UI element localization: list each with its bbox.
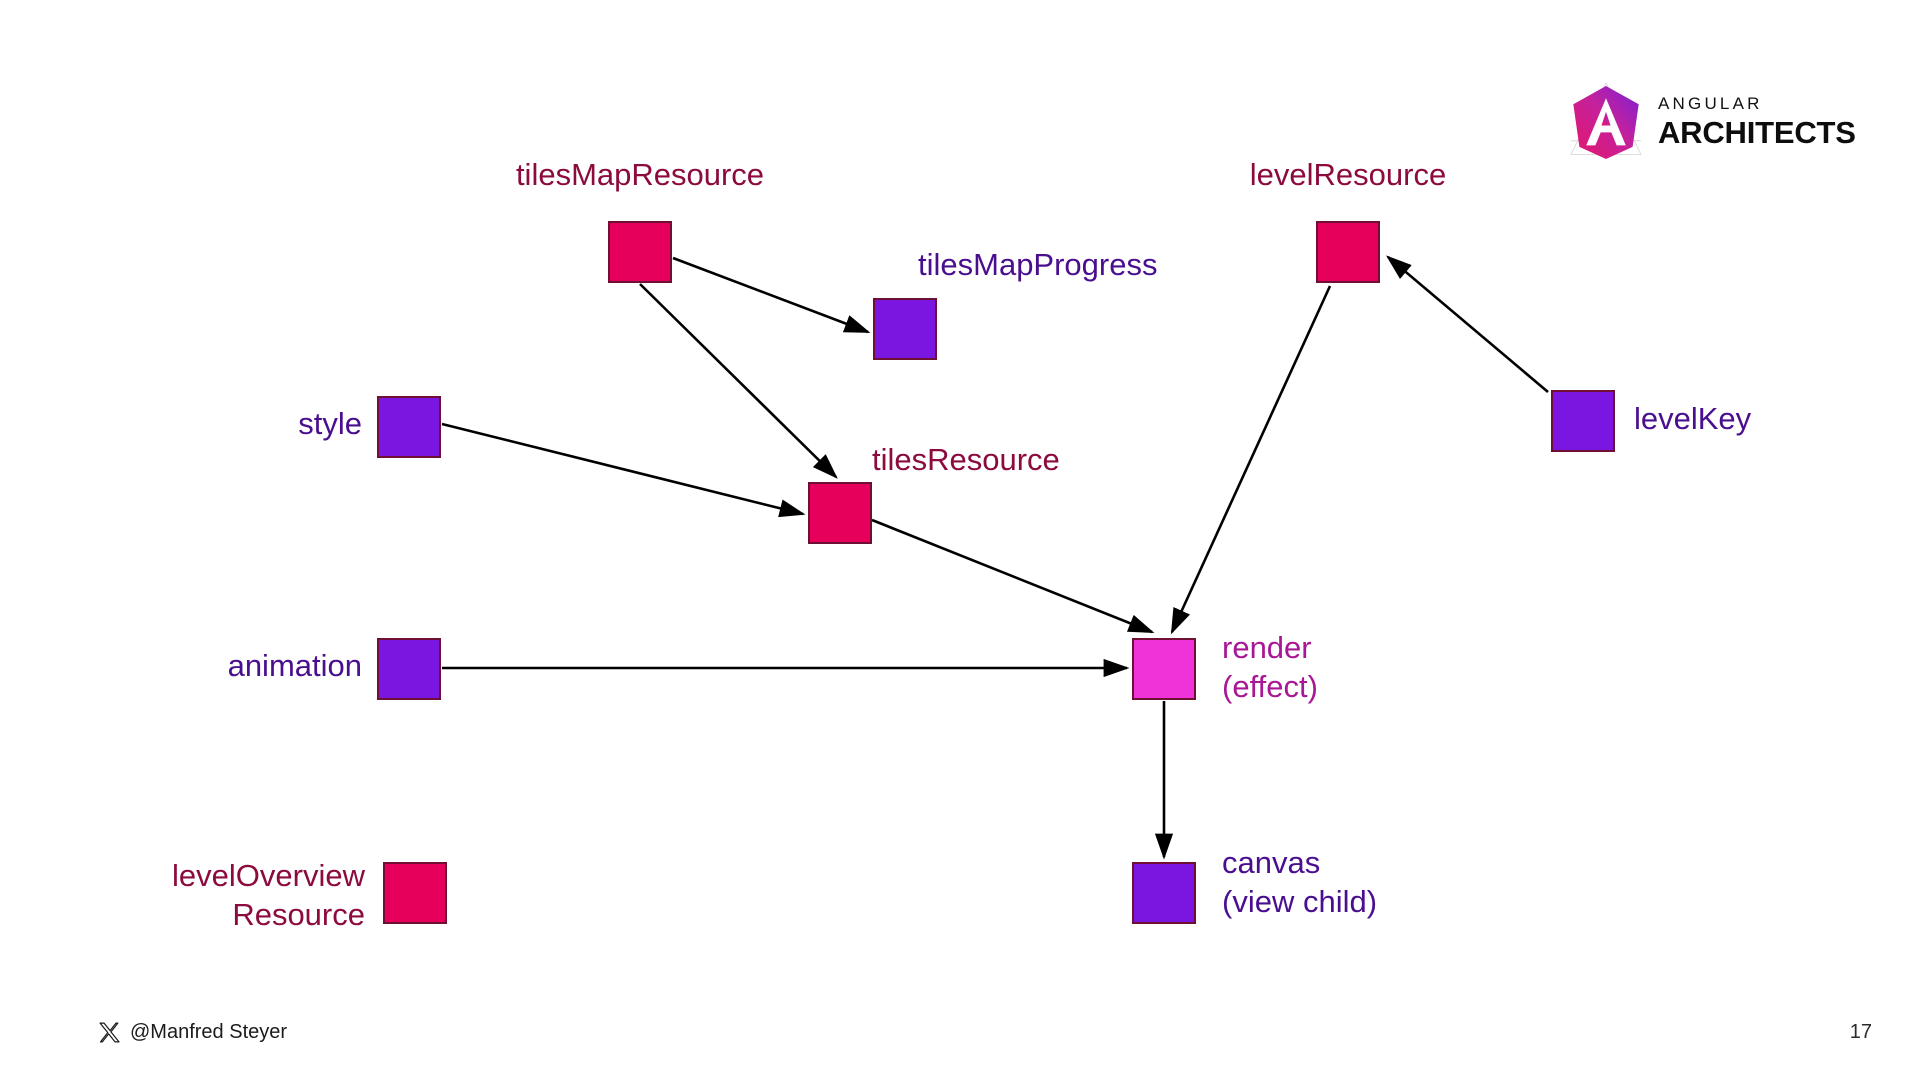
node-box-animation[interactable] — [377, 638, 441, 700]
node-box-tilesMapResource[interactable] — [608, 221, 672, 283]
node-box-render[interactable] — [1132, 638, 1196, 700]
node-box-canvas[interactable] — [1132, 862, 1196, 924]
x-twitter-icon — [99, 1022, 120, 1043]
logo-bottom-text: ARCHITECTS — [1658, 114, 1856, 150]
node-box-style[interactable] — [377, 396, 441, 458]
node-box-levelResource[interactable] — [1316, 221, 1380, 283]
edge-tilesMapResource-to-tilesResource — [639, 283, 838, 479]
edge-tilesMapResource-to-tilesMapProgress — [672, 256, 871, 334]
node-box-tilesResource[interactable] — [808, 482, 872, 544]
node-label-levelKey: levelKey — [1634, 401, 1752, 436]
node-box-tilesMapProgress[interactable] — [873, 298, 937, 360]
page-number: 17 — [1849, 1021, 1872, 1043]
node-label-render: render (effect) — [1222, 630, 1318, 705]
edge-style-to-tilesResource — [441, 422, 806, 518]
node-label-tilesResource: tilesResource — [872, 442, 1060, 477]
node-label-levelOverviewResource: levelOverview Resource — [172, 858, 365, 933]
node-box-levelKey[interactable] — [1551, 390, 1615, 452]
node-box-levelOverviewResource[interactable] — [383, 862, 447, 924]
logo-wordmark: ANGULAR ARCHITECTS — [1658, 95, 1856, 148]
node-label-tilesMapResource: tilesMapResource — [515, 157, 765, 192]
edge-tilesResource-to-render — [871, 518, 1155, 634]
angular-a-shield-icon — [1570, 81, 1642, 159]
node-label-animation: animation — [227, 648, 362, 683]
node-label-canvas: canvas (view child) — [1222, 845, 1378, 920]
edge-levelKey-to-levelResource — [1386, 255, 1549, 393]
logo-top-text: ANGULAR — [1658, 93, 1763, 113]
angular-architects-logo: ANGULAR ARCHITECTS — [1568, 78, 1868, 164]
node-label-style: style — [298, 406, 362, 441]
footer-social-handle: @Manfred Steyer — [98, 1021, 287, 1044]
node-label-levelResource: levelResource — [1249, 157, 1447, 192]
node-label-tilesMapProgress: tilesMapProgress — [918, 247, 1158, 282]
handle-text: @Manfred Steyer — [130, 1021, 288, 1043]
